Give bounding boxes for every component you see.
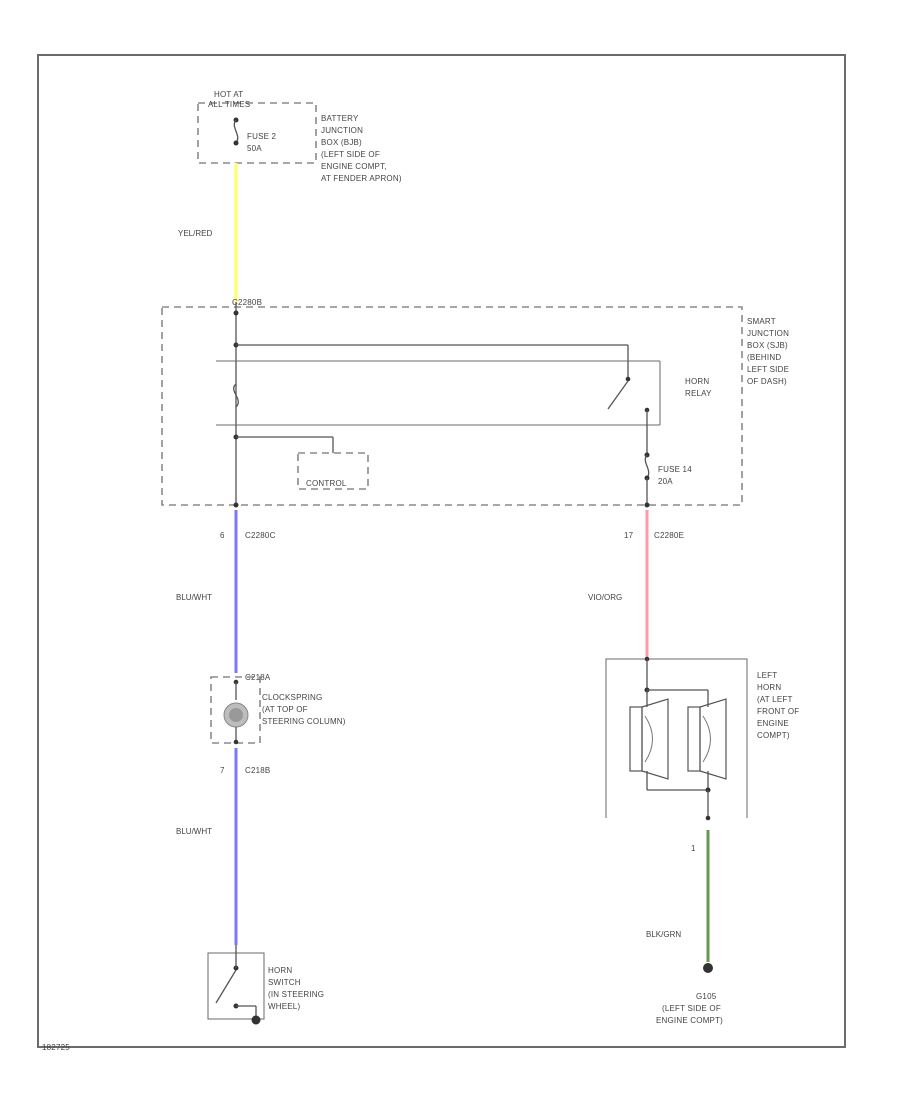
horn-bottom-terminal [705, 815, 711, 821]
clockspring-bottom-pin: 7 [220, 766, 225, 775]
sjb-dashed-box [161, 306, 743, 506]
sjb-left-pin: 6 [220, 531, 225, 540]
relay-coil [233, 383, 239, 408]
clockspring-coil-inner [229, 708, 243, 722]
ground-g105: G105 (LEFT SIDE OF ENGINE COMPT) [656, 963, 723, 1025]
bjb-label-4: (LEFT SIDE OF [321, 150, 380, 159]
horn-label-2: HORN [757, 683, 781, 692]
horn-switch: HORN SWITCH (IN STEERING WHEEL) [207, 945, 324, 1025]
wire-label-blu-wht-lower: BLU/WHT [176, 827, 212, 836]
horn-label-6: COMPT) [757, 731, 790, 740]
clockspring-label-1: CLOCKSPRING [262, 693, 322, 702]
fuse14-symbol [644, 454, 650, 479]
fuse14-label-1: FUSE 14 [658, 465, 692, 474]
sjb-label-3: BOX (SJB) [747, 341, 788, 350]
hot-at-label-2: ALL TIMES [208, 100, 250, 109]
left-horn: LEFT HORN (AT LEFT FRONT OF ENGINE COMPT… [605, 656, 799, 853]
relay-label-2: RELAY [685, 389, 712, 398]
relay-switch-pivot [625, 376, 631, 382]
wire-label-blk-grn: BLK/GRN [646, 930, 681, 939]
horn-switch-label-2: SWITCH [268, 978, 301, 987]
ground-id: G105 [696, 992, 717, 1001]
ground-label-2: ENGINE COMPT) [656, 1016, 723, 1025]
sjb-label-1: SMART [747, 317, 776, 326]
fuse14-label-2: 20A [658, 477, 673, 486]
sjb-label-2: JUNCTION [747, 329, 789, 338]
horn-switch-label-3: (IN STEERING [268, 990, 324, 999]
bjb-dashed-box [197, 102, 317, 164]
figure-code: 182725 [42, 1043, 70, 1052]
fuse2-bottom-terminal [233, 140, 239, 146]
clockspring-bottom-terminal [233, 739, 239, 745]
horn-label-3: (AT LEFT [757, 695, 793, 704]
relay-label-1: HORN [685, 377, 709, 386]
hot-at-label-1: HOT AT [214, 90, 243, 99]
clockspring-top-connector: C218A [245, 673, 271, 682]
control-dashed-box [297, 452, 369, 490]
bjb-label-5: ENGINE COMPT, [321, 162, 387, 171]
bjb-label-3: BOX (BJB) [321, 138, 362, 147]
bjb-label-2: JUNCTION [321, 126, 363, 135]
clockspring-label-3: STEERING COLUMN) [262, 717, 346, 726]
sjb-right-connector: C2280E [654, 531, 684, 540]
sjb-right-pin-terminal [644, 502, 650, 508]
bjb-label-6: AT FENDER APRON) [321, 174, 402, 183]
ground-icon [703, 963, 713, 973]
clockspring-bottom-connector: C218B [245, 766, 270, 775]
wire-label-yel-red: YEL/RED [178, 229, 212, 238]
horn-speaker-icon-left [629, 698, 669, 780]
horn-label-4: FRONT OF [757, 707, 799, 716]
smart-junction-box: C2280B SMART JUNCTION BOX (SJB) (BEHIND … [161, 298, 789, 508]
fuse2-label-1: FUSE 2 [247, 132, 277, 141]
horn-speaker-icon-right [687, 698, 727, 780]
wire-label-vio-org: VIO/ORG [588, 593, 622, 602]
sjb-label-5: LEFT SIDE [747, 365, 789, 374]
horn-outline [605, 658, 748, 818]
sjb-top-terminal [233, 310, 239, 316]
horn-pin: 1 [691, 844, 696, 853]
horn-label-1: LEFT [757, 671, 777, 680]
clockspring-dashed-box [210, 676, 261, 744]
battery-junction-box: HOT AT ALL TIMES FUSE 2 50A BATTERY JUNC… [197, 90, 402, 183]
horn-switch-ground-icon [251, 1015, 261, 1025]
sjb-right-pin: 17 [624, 531, 634, 540]
clockspring-label-2: (AT TOP OF [262, 705, 308, 714]
clockspring: C218A CLOCKSPRING (AT TOP OF STEERING CO… [210, 673, 346, 775]
fuse2-symbol [233, 119, 239, 144]
horn-switch-contact [215, 969, 237, 1004]
sjb-left-pin-terminal [233, 502, 239, 508]
wire-label-blu-wht-upper: BLU/WHT [176, 593, 212, 602]
sjb-label-6: OF DASH) [747, 377, 787, 386]
sjb-label-4: (BEHIND [747, 353, 781, 362]
sjb-left-connector: C2280C [245, 531, 276, 540]
horn-label-5: ENGINE [757, 719, 789, 728]
fuse2-label-2: 50A [247, 144, 262, 153]
horn-switch-label-1: HORN [268, 966, 292, 975]
bjb-label-1: BATTERY [321, 114, 359, 123]
sjb-top-connector: C2280B [232, 298, 262, 307]
diagram-frame [37, 54, 846, 1048]
horn-switch-label-4: WHEEL) [268, 1002, 300, 1011]
ground-label-1: (LEFT SIDE OF [662, 1004, 721, 1013]
control-label: CONTROL [306, 479, 347, 488]
relay-switch-contact [607, 380, 629, 410]
